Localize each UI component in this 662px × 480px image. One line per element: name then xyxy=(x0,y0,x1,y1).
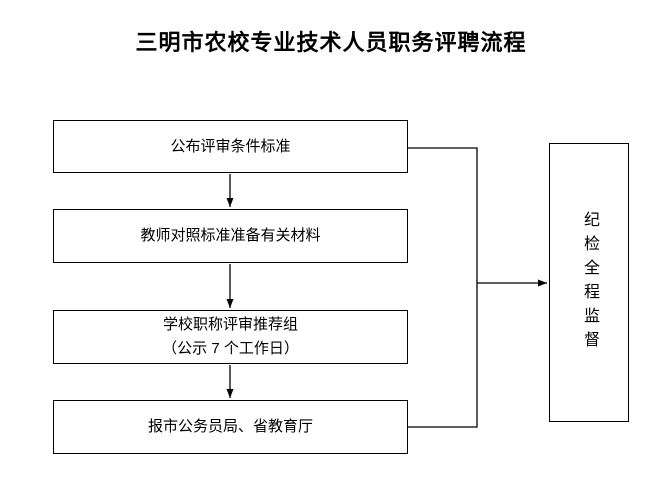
flow-node-school-review-group: 学校职称评审推荐组 （公示 7 个工作日） xyxy=(53,310,408,364)
flow-node-label: 学校职称评审推荐组 xyxy=(162,316,298,333)
flow-node-discipline-supervision: 纪检全程监督 xyxy=(549,143,629,422)
flow-node-teachers-prepare: 教师对照标准准备有关材料 xyxy=(53,209,408,263)
flow-node-label: 公布评审条件标准 xyxy=(170,137,291,155)
bracket-connector xyxy=(408,147,478,428)
flow-node-report-to-authorities: 报市公务员局、省教育厅 xyxy=(53,400,408,454)
flow-node-label-vertical: 纪检全程监督 xyxy=(581,210,598,355)
flow-node-label-line2: （公示 7 个工作日） xyxy=(162,340,299,357)
flow-node-label: 教师对照标准准备有关材料 xyxy=(140,227,321,244)
page-title: 三明市农校专业技术人员职务评聘流程 xyxy=(135,30,527,55)
flow-node-label: 报市公务员局、省教育厅 xyxy=(147,418,313,435)
flow-node-publish-standards: 公布评审条件标准 xyxy=(53,120,408,173)
